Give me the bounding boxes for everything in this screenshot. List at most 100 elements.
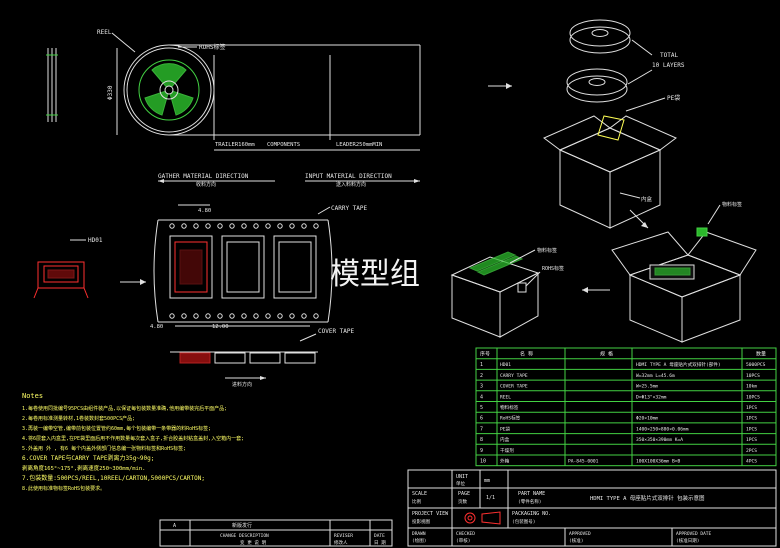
note-line-6: 6.COVER TAPE与CARRY TAPE剥离力35g~90g; — [22, 454, 154, 462]
rev-col-reviser-cn: 修改人 — [334, 539, 348, 546]
project-view-label: PROJECT VIEW — [412, 511, 449, 517]
unit-label-cn: 单位 — [456, 480, 465, 487]
dim-left: 4.80 — [150, 324, 163, 330]
components-label: COMPONENTS — [267, 142, 300, 148]
bom-cell: 4 — [480, 394, 483, 400]
notes-title: Notes — [22, 392, 43, 400]
note-line-8: 7.包装数量:500PCS/REEL,10REEL/CARTON,5000PCS… — [22, 474, 205, 482]
rohs-label-carton: ROHS标签 — [542, 265, 564, 272]
rev-col-a: A — [173, 523, 176, 529]
bom-cell: W=25.5mm — [636, 384, 658, 390]
note-line-9: 8.此使用标准物标签RoHS包装要求。 — [22, 485, 105, 492]
sprocket-hole — [169, 313, 175, 319]
bom-cell: 9 — [480, 448, 483, 454]
reel-label: REEL — [97, 29, 112, 36]
input-direction: INPUT MATERIAL DIRECTION — [305, 173, 392, 180]
bom-cell: PA-845-0001 — [568, 459, 599, 465]
bom-cell: 3 — [480, 384, 483, 390]
drawn-label-cn: (绘图) — [412, 537, 426, 544]
note-line-4: 4.将6层套入内盒里,在PE袋里面后用不作用数量每次套入盒子,折合胶盖封粘盒盖封… — [22, 435, 244, 442]
bom-cell: D=Φ13"×32mm — [636, 394, 667, 400]
total-label: TOTAL — [660, 52, 678, 59]
reel-view: Φ330 REEL ROHS标签 TRAILER160mm COMPONENTS… — [46, 29, 421, 151]
bom-cell: 100X100X36mm B=B — [636, 459, 680, 465]
sprocket-hole — [301, 223, 307, 229]
packing-views: TOTAL 10 LAYERS PE袋 内盒 物料标签 物料标签 ROH — [450, 19, 757, 343]
bom-cell: 10PCS — [746, 373, 760, 379]
sprocket-hole — [229, 223, 235, 229]
sprocket-hole — [181, 313, 187, 319]
page-label: PAGE — [458, 491, 470, 497]
approved-date-label-cn: (核准日期) — [676, 537, 699, 544]
carrier-tape-view: 4.80 4.80 12.00 CARRY TAPE COVER TAPE 进料… — [150, 204, 368, 388]
bom-cell: HDMI TYPE A 母座贴片式双排针(部件) — [636, 361, 721, 368]
bom-cell: HD01 — [500, 362, 511, 368]
sprocket-hole — [193, 313, 199, 319]
approved-label-cn: (核准) — [569, 537, 583, 544]
input-direction-cn: 送入料料方向 — [336, 181, 366, 188]
revision-block: A 新版发行 CHANGE DESCRIPTION 变 更 说 明 REVISE… — [159, 519, 393, 547]
sprocket-hole — [169, 223, 175, 229]
bom-cell: 1400×250×880×0.06mm — [636, 426, 689, 432]
sprocket-hole — [289, 313, 295, 319]
note-line-2: 2.每卷用标准测量转材,1卷装数封套500PCS产品; — [22, 415, 135, 422]
scale-label-cn: 比例 — [412, 498, 421, 505]
unit-label: UNIT — [456, 474, 468, 480]
sprocket-hole — [241, 313, 247, 319]
bom-cell: 4PCS — [746, 459, 757, 465]
sprocket-hole — [205, 313, 211, 319]
feed-direction-label: 进料方向 — [232, 381, 252, 388]
page-label-cn: 页数 — [458, 498, 467, 505]
approved-date-label: APPROVED DATE — [676, 531, 712, 537]
bom-cell: Φ20×10mm — [636, 416, 658, 422]
layers-label: 10 LAYERS — [652, 62, 685, 69]
sprocket-hole — [289, 223, 295, 229]
bom-cell: COVER TAPE — [500, 384, 528, 390]
bom-cell: 8 — [480, 437, 483, 443]
rev-col-desc: CHANGE DESCRIPTION — [220, 533, 269, 539]
bom-cell: 350×350×390mm K=A — [636, 437, 683, 443]
sprocket-hole — [241, 223, 247, 229]
rev-col-date: DATE — [374, 533, 385, 539]
bom-cell: 5 — [480, 405, 483, 411]
direction-labels: GATHER MATERIAL DIRECTION 收料方向 INPUT MAT… — [158, 173, 420, 188]
sprocket-hole — [265, 223, 271, 229]
carry-tape-label: CARRY TAPE — [331, 205, 368, 212]
title-block: UNIT 单位 mm SCALE 比例 PAGE 页数 1/1 PART NAM… — [407, 469, 777, 547]
bom-header-cell: 规 格 — [600, 351, 613, 358]
rev-col-reviser: REVISER — [334, 533, 353, 539]
bom-cell: CARRY TAPE — [500, 373, 528, 379]
bom-cell: 6 — [480, 416, 483, 422]
cover-tape-label: COVER TAPE — [318, 328, 355, 335]
sprocket-hole — [301, 313, 307, 319]
sprocket-hole — [217, 313, 223, 319]
flow-arrows — [120, 83, 649, 293]
sprocket-hole — [313, 223, 319, 229]
sprocket-hole — [277, 223, 283, 229]
material-label: 物料标签 — [537, 247, 557, 254]
sprocket-hole — [313, 313, 319, 319]
sprocket-hole — [277, 313, 283, 319]
gather-direction: GATHER MATERIAL DIRECTION — [158, 173, 249, 180]
bom-cell: REEL — [500, 394, 511, 400]
packing-no-label-cn: (包装图号) — [512, 518, 535, 525]
note-line-1: 1.每卷使用同批编号95PCS由组件装产品,以保证每包装数量准确,他用编带装完后… — [22, 405, 227, 412]
drawn-label: DRAWN — [412, 531, 426, 537]
bom-cell: RoHS标签 — [500, 415, 521, 422]
sprocket-hole — [205, 223, 211, 229]
bom-header-cell: 序号 — [480, 351, 490, 358]
part-hd01: HD01 — [33, 237, 103, 299]
unit-value: mm — [484, 478, 490, 484]
leader-label: LEADER250mmMIN — [336, 142, 382, 148]
outer-label-cn: 物料标签 — [722, 201, 742, 208]
bom-cell: 10km — [746, 384, 757, 390]
page-value: 1/1 — [486, 495, 495, 501]
bom-cell: 1PCS — [746, 405, 757, 411]
part-label: HD01 — [88, 237, 103, 244]
scale-label: SCALE — [412, 491, 427, 497]
dim-top: 4.80 — [198, 208, 211, 214]
bom-header-cell: 数量 — [756, 351, 766, 358]
bom-cell: 5000PCS — [746, 362, 766, 368]
